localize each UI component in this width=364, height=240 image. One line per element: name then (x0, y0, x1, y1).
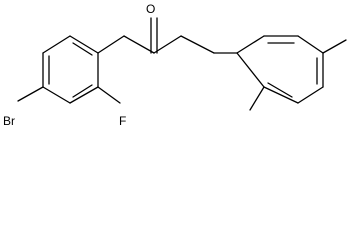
bond-left-ring-inner-2 (72, 42, 93, 56)
bond-left-ring-3 (69, 35, 99, 54)
bond-right-ring-inner-3 (267, 82, 293, 98)
structure-canvas: O Br F (3, 2, 347, 128)
bond-carbonyl-outer (123, 35, 155, 54)
bromine-label: Br (3, 114, 15, 128)
bond-methyl-1 (249, 86, 265, 111)
bond-right-ring-5 (297, 86, 324, 104)
bond-ring-to-carbonyl (97, 35, 125, 54)
bond-bromine (17, 86, 44, 102)
bond-chain-2 (180, 35, 215, 54)
bond-methyl-2 (322, 39, 347, 54)
bond-right-ring-7 (236, 52, 265, 88)
substituents (17, 17, 238, 104)
oxygen-label: O (146, 2, 155, 16)
bond-right-ring-6 (263, 86, 299, 104)
bond-right-ring-1 (236, 35, 265, 54)
bond-right-ring-3 (297, 35, 324, 54)
bond-left-ring-inner-3 (72, 84, 93, 98)
bond-chain-1 (153, 35, 182, 54)
left-ring (42, 35, 99, 104)
bond-left-ring-5 (69, 86, 99, 104)
right-ring (236, 35, 347, 111)
bond-left-ring-2 (42, 35, 71, 54)
bond-fluorine (97, 86, 121, 104)
molecule-structure-svg: O Br F (3, 2, 347, 128)
bond-left-ring-6 (42, 86, 71, 104)
fluorine-label: F (119, 114, 126, 128)
